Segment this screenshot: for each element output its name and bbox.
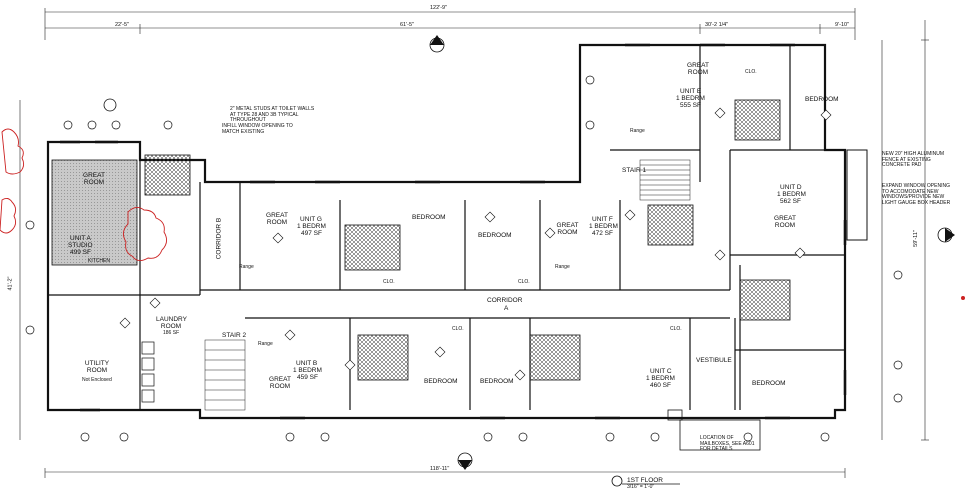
kitchen-label-a: KITCHEN [88, 258, 110, 264]
bathrooms [144, 99, 791, 381]
range-label-e: Range [630, 128, 645, 134]
interior-walls [48, 45, 845, 410]
great-room-label-g: GREAT ROOM [266, 212, 288, 226]
unit-d-name: UNIT D [780, 184, 802, 191]
dim-right-vertical: 59'-11" [912, 230, 919, 247]
note-mailboxes: LOCATION OF MAILBOXES, SEE A601 FOR DETA… [700, 435, 755, 452]
great-room-label-f: GREAT ROOM [556, 222, 579, 236]
unit-e-type: 1 BEDRM [676, 95, 705, 102]
dim-top-overall: 122'-9" [430, 5, 448, 11]
utility-label: UTILITY ROOM [84, 360, 110, 374]
revision-clouds [0, 128, 167, 261]
unit-c-type: 1 BEDRM [646, 375, 675, 382]
clo-label-c: CLO. [670, 326, 682, 332]
dim-top-far-right: 9'-10" [835, 22, 850, 28]
unit-c-name: UNIT C [650, 368, 672, 375]
drawing-title: 1ST FLOOR [627, 477, 664, 484]
unit-a-name: UNIT A [70, 235, 91, 242]
tag-diamonds [119, 107, 832, 381]
clo-label-g: CLO. [383, 279, 395, 285]
unit-b-name: UNIT B [296, 360, 318, 367]
stair1-label: STAIR 1 [622, 167, 647, 174]
bedroom-label-e: BEDROOM [805, 96, 839, 103]
unit-b-type: 1 BEDRM [293, 367, 322, 374]
great-room-label-b: GREAT ROOM [269, 376, 291, 390]
stair-treads [204, 159, 691, 411]
unit-a-type: STUDIO [68, 242, 93, 249]
note-metal-studs: 2" METAL STUDS AT TOILET WALLS AT TYPE 2… [230, 106, 315, 123]
mailbox-area [679, 419, 761, 451]
dim-left-vertical: 41'-2" [7, 276, 14, 291]
dim-top-left: 22'-5" [115, 22, 130, 28]
dim-top-middle: 61'-5" [400, 22, 415, 28]
grid-bubbles [25, 75, 903, 442]
unit-f-name: UNIT F [592, 216, 613, 223]
laundry-area: 186 SF [163, 330, 180, 336]
bedroom-label-b: BEDROOM [424, 378, 458, 385]
corridor-b-label: CORRIDOR B [215, 217, 223, 260]
unit-g-type: 1 BEDRM [297, 223, 326, 230]
unit-g-area: 497 SF [301, 230, 322, 237]
clo-label-b: CLO. [452, 326, 464, 332]
note-infill-window: INFILL WINDOW OPENING TO MATCH EXISTING [222, 123, 293, 135]
dim-bottom-overall: 118'-11" [430, 466, 450, 472]
unit-e-name: UNIT E [680, 88, 702, 95]
note-aluminum-fence: NEW 20" HIGH ALUMINUM FENCE AT EXISTING … [882, 151, 945, 168]
range-label-f: Range [555, 264, 570, 270]
unit-d-area: 562 SF [780, 198, 801, 205]
great-room-label-a: GREAT ROOM [83, 172, 105, 186]
great-room-label-d: GREAT ROOM [774, 215, 796, 229]
range-label-g: Range [239, 264, 254, 270]
bedroom-label-g: BEDROOM [412, 214, 446, 221]
clo-label-e: CLO. [745, 69, 757, 75]
corridor-label: CORRIDOR [487, 297, 523, 304]
unit-g-name: UNIT G [300, 216, 322, 223]
dim-top-right: 30'-2 1/4" [705, 22, 729, 28]
dimension-lines [19, 8, 929, 478]
stair2-label: STAIR 2 [222, 332, 247, 339]
fence-pad [846, 149, 868, 241]
utility-note: Not Enclosed [82, 377, 112, 383]
windows [60, 43, 847, 420]
clo-label-f: CLO. [518, 279, 530, 285]
range-label-b: Range [258, 341, 273, 347]
bedroom-label-d: BEDROOM [752, 380, 786, 387]
unit-b-area: 459 SF [297, 374, 318, 381]
unit-c-area: 460 SF [650, 382, 671, 389]
unit-f-area: 472 SF [592, 230, 613, 237]
unit-a-area: 499 SF [70, 249, 91, 256]
drawing-scale: 3/16" = 1'-0" [627, 484, 655, 490]
unit-a-shaded-area [51, 159, 138, 266]
unit-d-type: 1 BEDRM [777, 191, 806, 198]
unit-f-type: 1 BEDRM [589, 223, 618, 230]
laundry-machines [141, 341, 155, 403]
corridor-letter: A [504, 305, 509, 312]
bedroom-label-c: BEDROOM [480, 378, 514, 385]
laundry-label: LAUNDRY ROOM [156, 316, 187, 330]
note-expand-window: EXPAND WINDOW OPENING TO ACCOMODATE NEW … [882, 183, 951, 206]
great-room-label-e: GREAT ROOM [687, 62, 709, 76]
bedroom-label-f: BEDROOM [478, 232, 512, 239]
unit-e-area: 555 SF [680, 102, 701, 109]
vestibule-label: VESTIBULE [696, 357, 732, 364]
